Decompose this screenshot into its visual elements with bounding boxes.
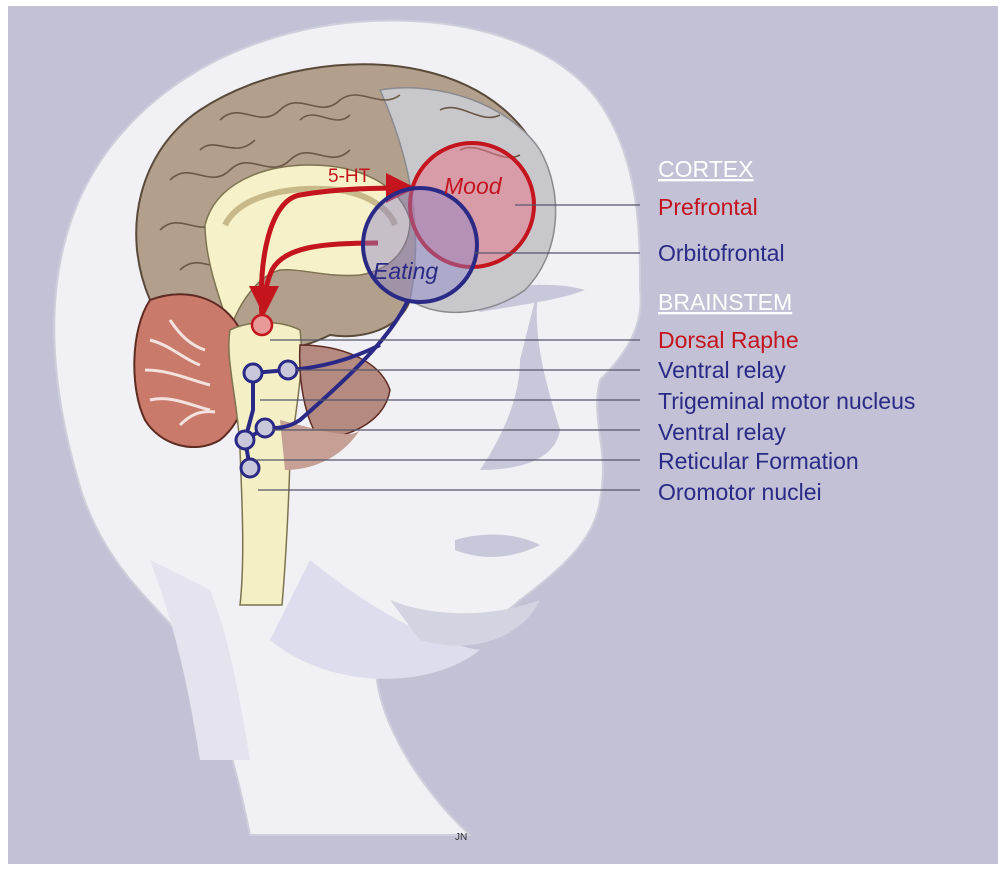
- node-oromotor: [241, 459, 259, 477]
- artist-signature: JN: [455, 832, 467, 843]
- header-cortex: CORTEX: [658, 156, 753, 182]
- label-ventral-relay-2: Ventral relay: [658, 419, 786, 445]
- node-ventral-relay-2a: [236, 431, 254, 449]
- label-reticular-formation: Reticular Formation: [658, 448, 859, 474]
- label-mood: Mood: [444, 173, 503, 199]
- dorsal-raphe-node: [252, 315, 272, 335]
- eating-circle: [363, 188, 477, 302]
- node-ventral-relay-2b: [256, 419, 274, 437]
- node-ventral-relay-1b: [279, 361, 297, 379]
- label-oromotor-nuclei: Oromotor nuclei: [658, 479, 822, 505]
- label-trigeminal-motor-nucleus: Trigeminal motor nucleus: [658, 388, 915, 414]
- node-ventral-relay-1a: [244, 364, 262, 382]
- label-ventral-relay-1: Ventral relay: [658, 357, 786, 383]
- label-eating: Eating: [373, 258, 438, 284]
- label-prefrontal: Prefrontal: [658, 194, 758, 220]
- label-5ht: 5-HT: [328, 166, 371, 187]
- label-orbitofrontal: Orbitofrontal: [658, 240, 785, 266]
- label-dorsal-raphe: Dorsal Raphe: [658, 327, 799, 353]
- header-brainstem: BRAINSTEM: [658, 289, 792, 315]
